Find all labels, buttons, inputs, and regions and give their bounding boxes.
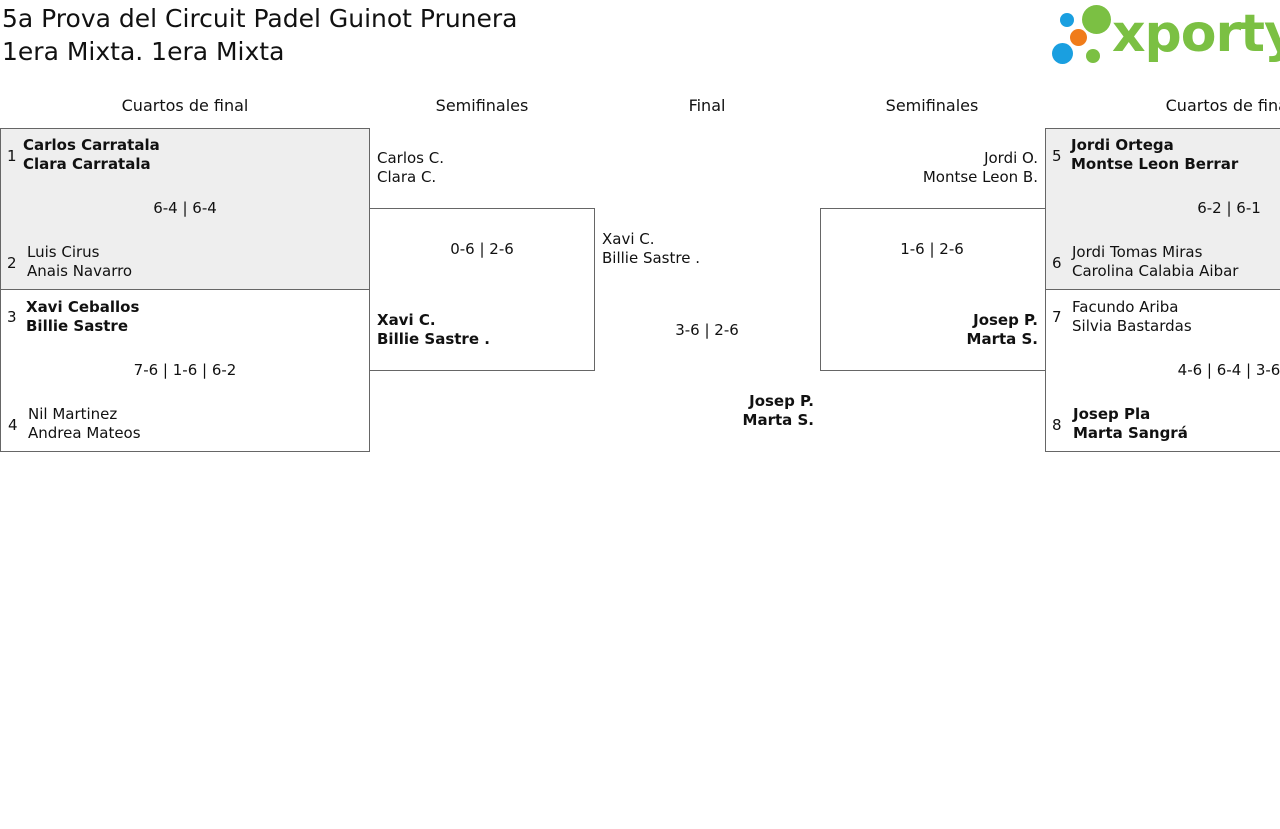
seed-number: 1 (7, 147, 17, 165)
logo-dot-blue-large-icon (1052, 43, 1073, 64)
semi-right-team-bottom-winner[interactable]: Josep P. Marta S. (920, 311, 1038, 349)
seed-number: 3 (7, 308, 17, 326)
round-heading-quarters-left: Cuartos de final (121, 96, 249, 115)
match-quarter-4[interactable] (1045, 289, 1280, 452)
player-name: Facundo Ariba (1072, 298, 1179, 316)
player-name: Josep P. (749, 392, 814, 410)
final-team-top[interactable]: Xavi C. Billie Sastre . (602, 230, 700, 268)
semi-left-team-top[interactable]: Carlos C. Clara C. (377, 149, 444, 187)
player-name: Montse Leon Berrar (1071, 155, 1239, 173)
match-score: 4-6 | 6-4 | 3-6 (1177, 361, 1280, 379)
round-heading-quarters-right: Cuartos de final (1165, 96, 1280, 115)
match-semi-right[interactable] (820, 208, 1046, 371)
player-name: Marta Sangrá (1073, 424, 1188, 442)
match-score: 6-4 | 6-4 (153, 199, 217, 217)
team-4[interactable]: Nil Martinez Andrea Mateos (28, 405, 141, 443)
seed-number: 7 (1052, 308, 1062, 326)
round-heading-semis-left: Semifinales (435, 96, 529, 115)
page-title: 5a Prova del Circuit Padel Guinot Pruner… (2, 2, 518, 68)
player-name: Josep P. (973, 311, 1038, 329)
team-2[interactable]: Luis Cirus Anais Navarro (27, 243, 132, 281)
player-name: Carlos C. (377, 149, 445, 167)
team-1-winner[interactable]: Carlos Carratala Clara Carratala (23, 136, 160, 174)
player-name: Clara C. (377, 168, 437, 186)
player-name: Billie Sastre (26, 317, 128, 335)
category-name: 1era Mixta. 1era Mixta (2, 37, 285, 66)
logo-dot-green-small-icon (1086, 49, 1100, 63)
logo-dot-orange-icon (1070, 29, 1087, 46)
seed-number: 6 (1052, 254, 1062, 272)
team-6[interactable]: Jordi Tomas Miras Carolina Calabia Aibar (1072, 243, 1238, 281)
xporty-logo (1050, 4, 1278, 68)
player-name: Jordi Ortega (1071, 136, 1174, 154)
match-quarter-2[interactable] (0, 289, 370, 452)
player-name: Luis Cirus (27, 243, 100, 261)
match-score: 0-6 | 2-6 (450, 240, 514, 258)
player-name: Xavi C. (377, 311, 436, 329)
player-name: Xavi C. (602, 230, 655, 248)
match-score: 3-6 | 2-6 (675, 321, 739, 339)
round-heading-final: Final (688, 96, 726, 115)
player-name: Andrea Mateos (28, 424, 141, 442)
player-name: Billie Sastre . (602, 249, 700, 267)
player-name: Marta S. (966, 330, 1038, 348)
player-name: Billie Sastre . (377, 330, 490, 348)
player-name: Anais Navarro (27, 262, 133, 280)
semi-left-team-bottom-winner[interactable]: Xavi C. Billie Sastre . (377, 311, 490, 349)
seed-number: 5 (1052, 147, 1062, 165)
semi-right-team-top[interactable]: Jordi O. Montse Leon B. (880, 149, 1038, 187)
match-semi-left[interactable] (369, 208, 595, 371)
final-team-bottom-winner[interactable]: Josep P. Marta S. (700, 392, 814, 430)
logo-dot-blue-icon (1060, 13, 1074, 27)
team-5-winner[interactable]: Jordi Ortega Montse Leon Berrar (1071, 136, 1238, 174)
player-name: Jordi O. (984, 149, 1038, 167)
team-3-winner[interactable]: Xavi Ceballos Billie Sastre (26, 298, 139, 336)
player-name: Josep Pla (1073, 405, 1151, 423)
player-name: Silvia Bastardas (1072, 317, 1192, 335)
match-score: 6-2 | 6-1 (1197, 199, 1261, 217)
team-8-winner[interactable]: Josep Pla Marta Sangrá (1073, 405, 1188, 443)
seed-number: 2 (7, 254, 17, 272)
logo-dot-green-icon (1082, 5, 1111, 34)
match-score: 1-6 | 2-6 (900, 240, 964, 258)
player-name: Nil Martinez (28, 405, 118, 423)
team-7[interactable]: Facundo Ariba Silvia Bastardas (1072, 298, 1192, 336)
player-name: Montse Leon B. (922, 168, 1038, 186)
tournament-name: 5a Prova del Circuit Padel Guinot Pruner… (2, 4, 518, 33)
logo-wordmark: xporty (1112, 4, 1280, 64)
player-name: Xavi Ceballos (26, 298, 140, 316)
round-heading-semis-right: Semifinales (885, 96, 979, 115)
seed-number: 8 (1052, 416, 1062, 434)
player-name: Jordi Tomas Miras (1072, 243, 1203, 261)
seed-number: 4 (8, 416, 18, 434)
player-name: Carolina Calabia Aibar (1072, 262, 1239, 280)
player-name: Carlos Carratala (23, 136, 160, 154)
match-score: 7-6 | 1-6 | 6-2 (133, 361, 237, 379)
player-name: Clara Carratala (23, 155, 151, 173)
player-name: Marta S. (742, 411, 814, 429)
